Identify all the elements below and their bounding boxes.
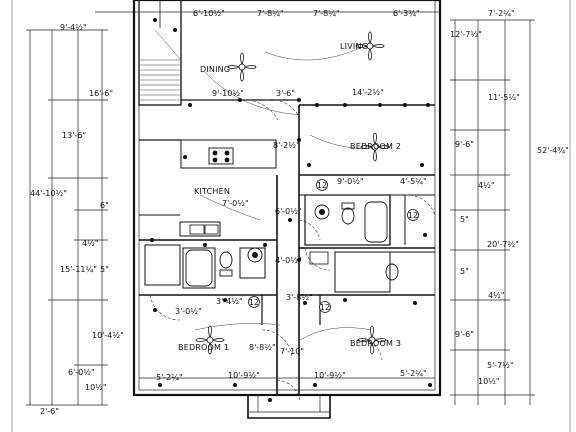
dim-right-5-7: 5'-7½" <box>487 361 514 370</box>
dim-int-8-8: 8'-8½" <box>249 343 276 352</box>
interior-walls <box>138 0 435 395</box>
room-label-bedroom3: BEDROOM 3 <box>350 339 401 348</box>
ceiling-fan-living <box>355 31 385 61</box>
dim-right-9-6a: 9'-6" <box>455 140 474 149</box>
dim-int-3-4: 3'-4½" <box>216 297 243 306</box>
dim-left-6-0: 6'-0½" <box>68 368 95 377</box>
dim-int-14-2: 14'-2½" <box>352 88 384 97</box>
dim-top-1: 6'-10½" <box>193 9 225 18</box>
dim-int-6-0: 6'-0½" <box>275 207 302 216</box>
dim-bot-5-2a: 5'-2¼" <box>156 373 183 382</box>
room-label-bedroom2: BEDROOM 2 <box>350 142 401 151</box>
front-porch <box>247 395 331 419</box>
dim-left-16-6: 16'-6" <box>89 89 113 98</box>
dim-right-12-7: 12'-7½" <box>450 30 482 39</box>
dim-right-10-half: 10½" <box>478 377 500 386</box>
dim-right-4-half-a: 4½" <box>478 181 495 190</box>
mark-1: 12 <box>317 181 327 190</box>
dim-bot-10-9a: 10'-9½" <box>228 371 260 380</box>
room-label-dining: DINING <box>200 65 230 74</box>
dim-int-4-0: 4'-0½" <box>275 256 302 265</box>
dim-right-20-7: 20'-7½" <box>487 240 519 249</box>
door-swings <box>149 99 436 401</box>
dim-left-13-6: 13'-6" <box>62 131 86 140</box>
ceiling-fan-bedroom1 <box>195 325 225 355</box>
dim-int-7-0: 7'-0½" <box>222 199 249 208</box>
dim-right-52-4: 52'-4¾" <box>537 146 569 155</box>
electrical-arcs <box>194 47 373 341</box>
fixtures <box>185 147 399 287</box>
dim-left-6: 6" <box>100 201 109 210</box>
dim-top-left: 9'-4½" <box>60 23 87 32</box>
dim-right-9-6b: 9'-6" <box>455 330 474 339</box>
mark-4: 12 <box>408 211 418 220</box>
dim-left-5: 5" <box>100 265 109 274</box>
room-label-living: LIVING <box>340 42 368 51</box>
dim-left-15-11: 15'-11¼" <box>60 265 97 274</box>
circled-marks: 12 12 12 12 <box>248 179 419 313</box>
dim-int-7-10: 7'-10" <box>280 347 304 356</box>
mark-3: 12 <box>320 303 330 312</box>
dim-top-right: 7'-2¼" <box>488 9 515 18</box>
dim-bot-5-2b: 5'-2¼" <box>400 369 427 378</box>
dim-int-3-8: 3'-8½" <box>286 293 313 302</box>
dim-right-5b: 5" <box>460 267 469 276</box>
dim-left-10-4: 10'-4½" <box>92 331 124 340</box>
dim-int-9-0: 9'-0½" <box>337 177 364 186</box>
ceiling-fan-bedroom3 <box>357 325 387 355</box>
room-label-kitchen: KITCHEN <box>194 187 230 196</box>
dimension-lines <box>26 11 535 406</box>
dim-left-2-6: 2'-6" <box>40 407 59 416</box>
dim-left-44: 44'-10½" <box>30 189 67 198</box>
dim-int-3-6: 3'-6" <box>276 89 295 98</box>
dim-bot-10-9b: 10'-9½" <box>314 371 346 380</box>
dim-top-2: 7'-8¼" <box>257 9 284 18</box>
dim-int-3-0: 3'-0½" <box>175 307 202 316</box>
dim-int-9-10: 9'-10½" <box>212 89 244 98</box>
dim-left-10-half: 10½" <box>85 383 107 392</box>
dim-int-4-5: 4'-5¼" <box>400 177 427 186</box>
exterior-walls <box>132 0 442 397</box>
dim-right-4-half-b: 4½" <box>488 291 505 300</box>
dim-right-11-5: 11'-5¼" <box>488 93 520 102</box>
stairs <box>139 29 182 101</box>
dim-right-5a: 5" <box>460 215 469 224</box>
outlet-dots <box>150 18 432 402</box>
dim-int-8-2: 8'-2½" <box>273 141 300 150</box>
dim-left-4-half: 4½" <box>82 239 99 248</box>
ceiling-fan-bedroom2 <box>360 132 390 162</box>
mark-2: 12 <box>249 298 259 307</box>
dim-top-3: 7'-8¼" <box>313 9 340 18</box>
dim-top-4: 6'-3¾" <box>393 9 420 18</box>
room-label-bedroom1: BEDROOM 1 <box>178 343 229 352</box>
ceiling-fan-dining <box>227 52 257 82</box>
